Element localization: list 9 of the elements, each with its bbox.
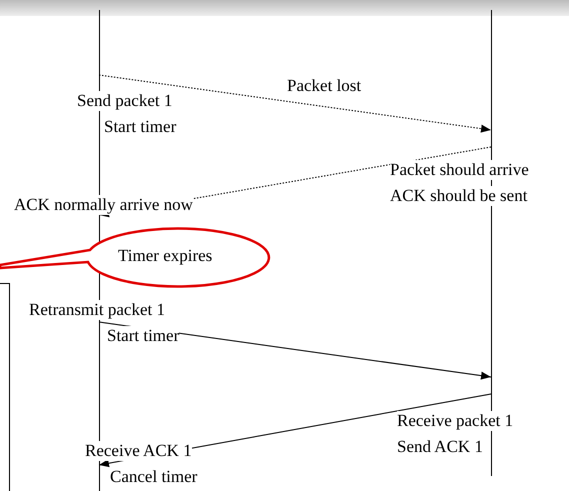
note-text: ACK normally arrive now <box>14 195 193 215</box>
note-text: Packet should arrive <box>390 160 529 180</box>
note-text: Send packet 1 <box>77 91 172 111</box>
note-text: Retransmit packet 1 <box>29 300 165 320</box>
arrow <box>98 74 492 133</box>
note-text: ACK should be sent <box>390 186 528 206</box>
note-text: Receive ACK 1 <box>85 441 192 461</box>
note-text: Receive packet 1 <box>397 411 514 431</box>
lifeline <box>491 10 492 476</box>
